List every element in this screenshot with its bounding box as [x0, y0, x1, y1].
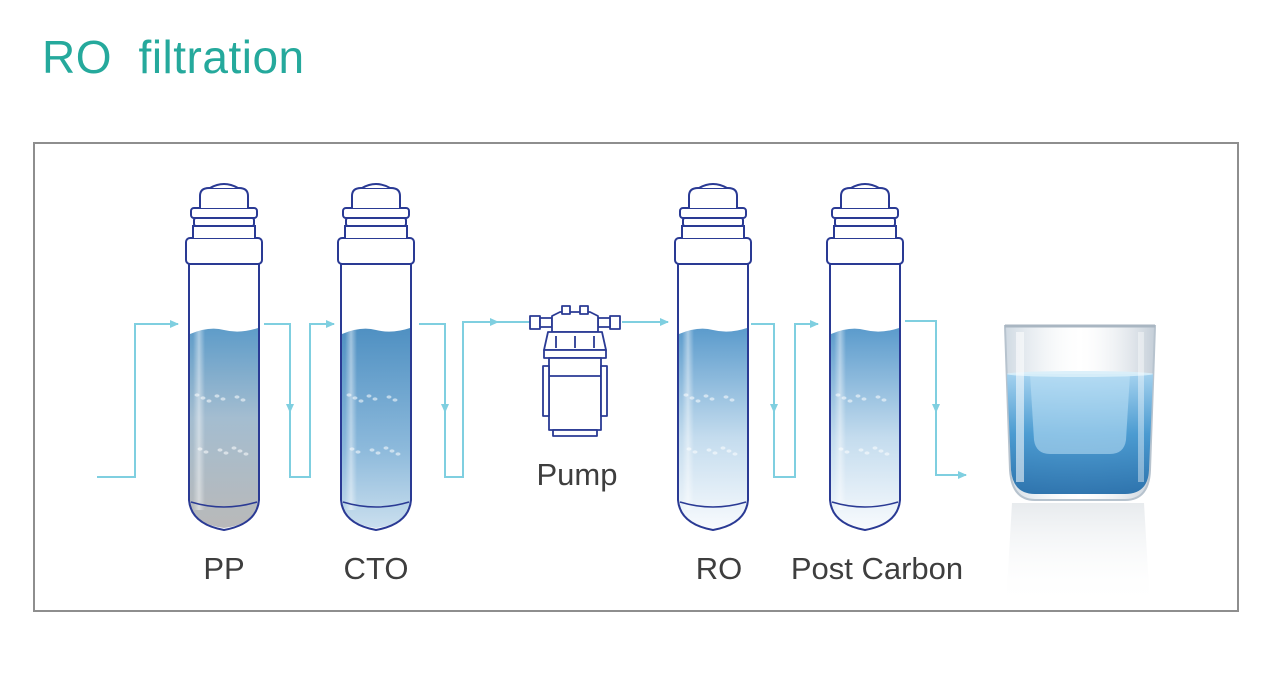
label-stage-ro: RO	[695, 551, 743, 586]
filter-cap-dome	[698, 183, 728, 189]
water-bubble	[729, 398, 735, 402]
water-bubble	[881, 398, 887, 402]
filter-collar	[185, 237, 263, 265]
water-bubble	[864, 451, 870, 455]
water-bubble	[726, 449, 732, 453]
filter-cartridges	[185, 183, 904, 532]
filter-body	[829, 264, 901, 532]
flow-to-glass	[935, 412, 967, 479]
water-bubble	[878, 449, 884, 453]
label-pump: Pump	[536, 457, 618, 492]
filter-cap-band	[834, 217, 896, 227]
filter-cap-band	[193, 217, 255, 227]
water-bubble	[240, 398, 246, 402]
water-bubble	[217, 448, 223, 452]
filter-neck	[681, 225, 745, 238]
flow-to-pump	[444, 318, 499, 478]
label-stage-post-carbon: Post Carbon	[790, 551, 964, 586]
filter-neck	[344, 225, 408, 238]
filter-body	[188, 264, 260, 532]
water-bubble	[375, 451, 381, 455]
filter-body	[677, 264, 749, 532]
water-bubble	[875, 395, 881, 399]
water-bubble	[223, 451, 229, 455]
water-bubble	[372, 397, 378, 401]
water-glass-icon	[1003, 324, 1157, 606]
filter-cap-dome	[850, 183, 880, 189]
filter-cartridge	[337, 183, 415, 532]
water-bubble	[243, 452, 249, 456]
filter-bottom-seam	[342, 501, 410, 508]
water-bubble	[709, 397, 715, 401]
water-bubble	[389, 449, 395, 453]
water-bubble	[884, 452, 890, 456]
water-bubble	[231, 446, 237, 450]
filter-cap-ring	[831, 207, 899, 219]
water-bubble	[732, 452, 738, 456]
water-bubble	[720, 446, 726, 450]
water-bubble	[386, 395, 392, 399]
filter-cap-ring	[190, 207, 258, 219]
filter-cartridge	[674, 183, 752, 532]
flow-cto-down	[419, 323, 449, 413]
water-bubble	[220, 397, 226, 401]
flow-lines	[97, 318, 967, 479]
filter-cap-dome	[209, 183, 239, 189]
filter-collar	[337, 237, 415, 265]
filter-cap-top	[840, 187, 890, 208]
filter-cap-band	[345, 217, 407, 227]
water-bubble	[214, 394, 220, 398]
filter-cap-ring	[679, 207, 747, 219]
filter-cap-dome	[361, 183, 391, 189]
filter-neck	[833, 225, 897, 238]
water-bubble	[237, 449, 243, 453]
filter-shine	[834, 270, 854, 510]
filter-cartridge	[826, 183, 904, 532]
water-bubble	[706, 448, 712, 452]
label-stage-cto: CTO	[343, 551, 409, 586]
diagram-frame	[33, 142, 1239, 612]
water-bubble	[369, 448, 375, 452]
filter-body	[340, 264, 412, 532]
filter-shine	[345, 270, 365, 510]
flow-inlet	[97, 320, 179, 478]
flow-post-down	[905, 320, 940, 413]
filter-bottom-seam	[679, 501, 747, 508]
filter-shine	[193, 270, 213, 510]
pump-icon	[529, 305, 621, 437]
filter-cap-ring	[342, 207, 410, 219]
water-bubble	[855, 394, 861, 398]
water-bubble	[703, 394, 709, 398]
filter-collar	[826, 237, 904, 265]
filter-shine	[682, 270, 702, 510]
flow-to-cto	[289, 320, 335, 478]
filter-cap-band	[682, 217, 744, 227]
flow-to-post	[773, 320, 819, 478]
filter-cap-top	[688, 187, 738, 208]
filter-collar	[674, 237, 752, 265]
water-bubble	[858, 448, 864, 452]
water-bubble	[234, 395, 240, 399]
filter-cap-top	[199, 187, 249, 208]
filter-neck	[192, 225, 256, 238]
water-bubble	[723, 395, 729, 399]
label-stage-pp: PP	[203, 551, 245, 586]
filter-bottom-seam	[190, 501, 258, 508]
page-title: RO filtration	[42, 31, 305, 83]
water-bubble	[872, 446, 878, 450]
water-bubble	[712, 451, 718, 455]
flow-pp-down	[264, 323, 294, 413]
water-bubble	[395, 452, 401, 456]
water-bubble	[392, 398, 398, 402]
filter-cartridge	[185, 183, 263, 532]
water-bubble	[861, 397, 867, 401]
flow-ro-down	[751, 323, 778, 413]
filter-cap-top	[351, 187, 401, 208]
water-bubble	[383, 446, 389, 450]
water-bubble	[366, 394, 372, 398]
filter-bottom-seam	[831, 501, 899, 508]
